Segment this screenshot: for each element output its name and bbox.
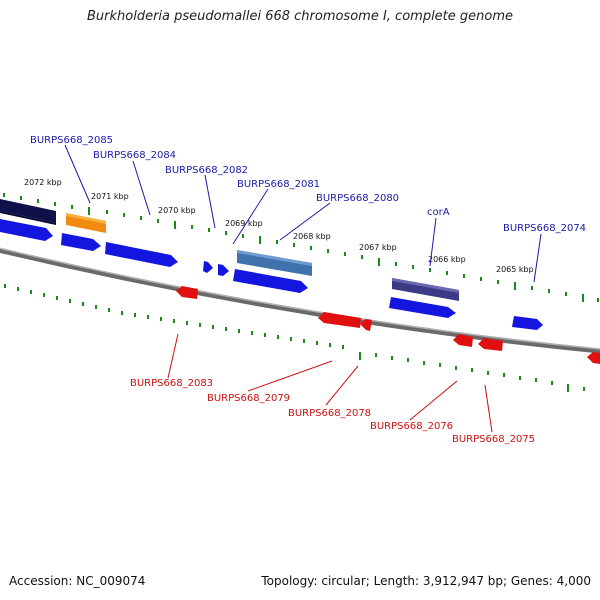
gene-burps668-2085[interactable] (66, 213, 106, 233)
gene-label[interactable]: BURPS668_2075 (452, 434, 535, 445)
gene-forward-arrow[interactable] (389, 297, 456, 318)
gene-label[interactable]: BURPS668_2079 (207, 393, 290, 404)
gene-label[interactable]: BURPS668_2082 (165, 165, 248, 176)
genome-summary-text: Topology: circular; Length: 3,912,947 bp… (261, 574, 591, 588)
gene-cora[interactable] (392, 278, 459, 301)
upper-scale (3, 193, 599, 302)
gene-label[interactable]: BURPS668_2085 (30, 135, 113, 146)
accession-text: Accession: NC_009074 (9, 574, 146, 588)
gene-label[interactable]: BURPS668_2080 (316, 193, 399, 204)
gene-reverse-arrow[interactable] (360, 319, 372, 331)
gene-label[interactable]: BURPS668_2084 (93, 150, 176, 161)
tick-label: 2070 kbp (158, 206, 196, 215)
gene-reverse-arrow[interactable] (453, 334, 473, 347)
gene-forward-arrow[interactable] (105, 242, 178, 267)
gene-label[interactable]: BURPS668_2076 (370, 421, 453, 432)
tick-label: 2066 kbp (428, 255, 466, 264)
tick-label: 2069 kbp (225, 219, 263, 228)
gene-forward-arrow[interactable] (512, 316, 543, 330)
lower-scale (4, 284, 585, 392)
gene-label[interactable]: BURPS668_2078 (288, 408, 371, 419)
map-title: Burkholderia pseudomallei 668 chromosome… (86, 9, 514, 24)
gene-reverse-arrow[interactable] (587, 352, 600, 364)
gene-forward-arrow[interactable] (61, 233, 101, 251)
gene-forward-arrow[interactable] (0, 219, 53, 241)
gene-burps668-2081[interactable] (237, 250, 312, 276)
gene-label[interactable]: BURPS668_2081 (237, 179, 320, 190)
gene-forward-arrow[interactable] (218, 264, 229, 276)
chromosome-backbone (0, 247, 600, 354)
gene-reverse-arrow[interactable] (318, 312, 361, 328)
gene-burps668-2086[interactable] (0, 199, 56, 225)
gene-forward-arrow[interactable] (203, 261, 213, 273)
gene-label[interactable]: corA (427, 207, 450, 218)
gene-reverse-arrow[interactable] (478, 338, 503, 351)
gene-label[interactable]: BURPS668_2074 (503, 223, 586, 234)
gene-label[interactable]: BURPS668_2083 (130, 378, 213, 389)
tick-label: 2067 kbp (359, 243, 397, 252)
tick-label: 2065 kbp (496, 265, 534, 274)
tick-label: 2072 kbp (24, 178, 62, 187)
tick-label: 2068 kbp (293, 232, 331, 241)
gene-reverse-arrow[interactable] (176, 286, 198, 299)
gene-forward-arrow[interactable] (233, 269, 308, 293)
tick-label: 2071 kbp (91, 192, 129, 201)
